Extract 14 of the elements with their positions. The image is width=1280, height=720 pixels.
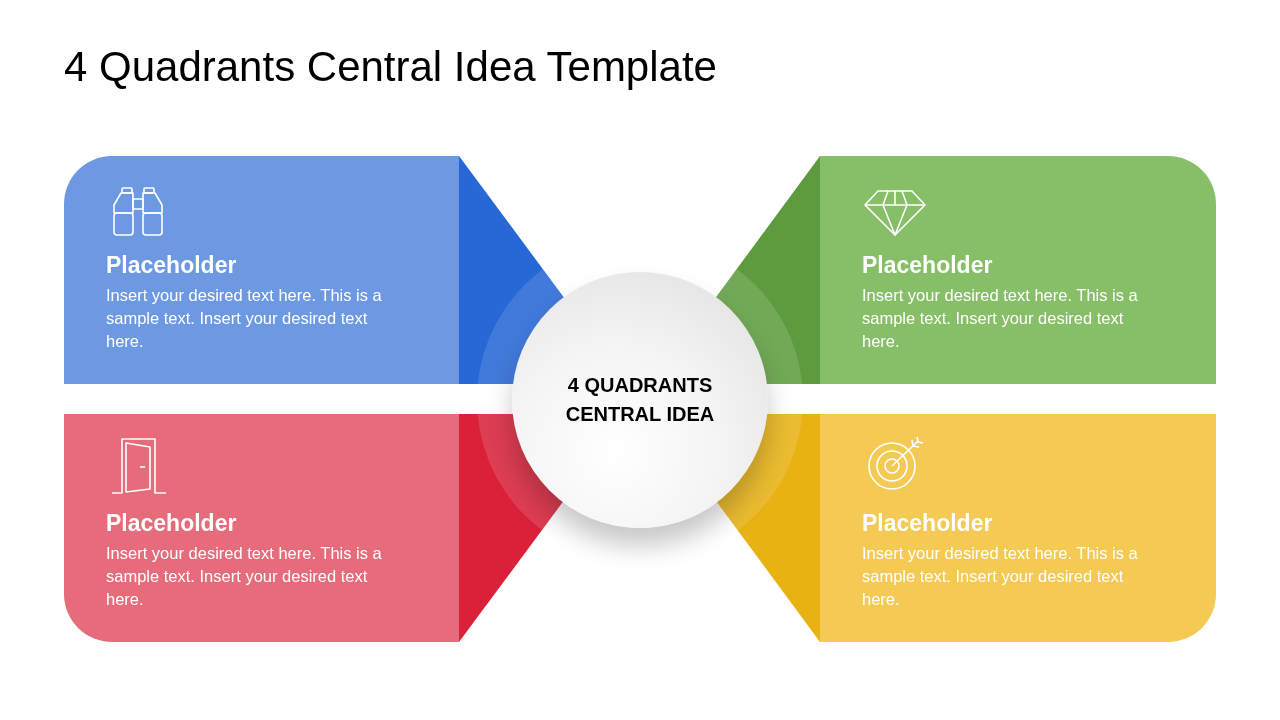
slide-title: 4 Quadrants Central Idea Template: [64, 42, 717, 92]
panel-heading: Placeholder: [862, 510, 993, 537]
panel-heading: Placeholder: [862, 252, 993, 279]
panel-text: Insert your desired text here. This is a sample text. Insert your desired text here.: [106, 543, 383, 610]
circle-label: 4 QUADRANTS CENTRAL IDEA: [564, 373, 716, 427]
quadrant-panel: [64, 156, 459, 384]
quadrant-panel: [64, 414, 459, 642]
quadrant-panel: [820, 156, 1216, 384]
panel-heading: Placeholder: [106, 252, 237, 279]
panel-heading: Placeholder: [106, 510, 237, 537]
quadrant-panel: [820, 414, 1216, 642]
panel-text: Insert your desired text here. This is a sample text. Insert your desired text here.: [106, 285, 383, 352]
panel-text: Insert your desired text here. This is a sample text. Insert your desired text here.: [862, 285, 1139, 352]
panel-text: Insert your desired text here. This is a sample text. Insert your desired text here.: [862, 543, 1139, 610]
